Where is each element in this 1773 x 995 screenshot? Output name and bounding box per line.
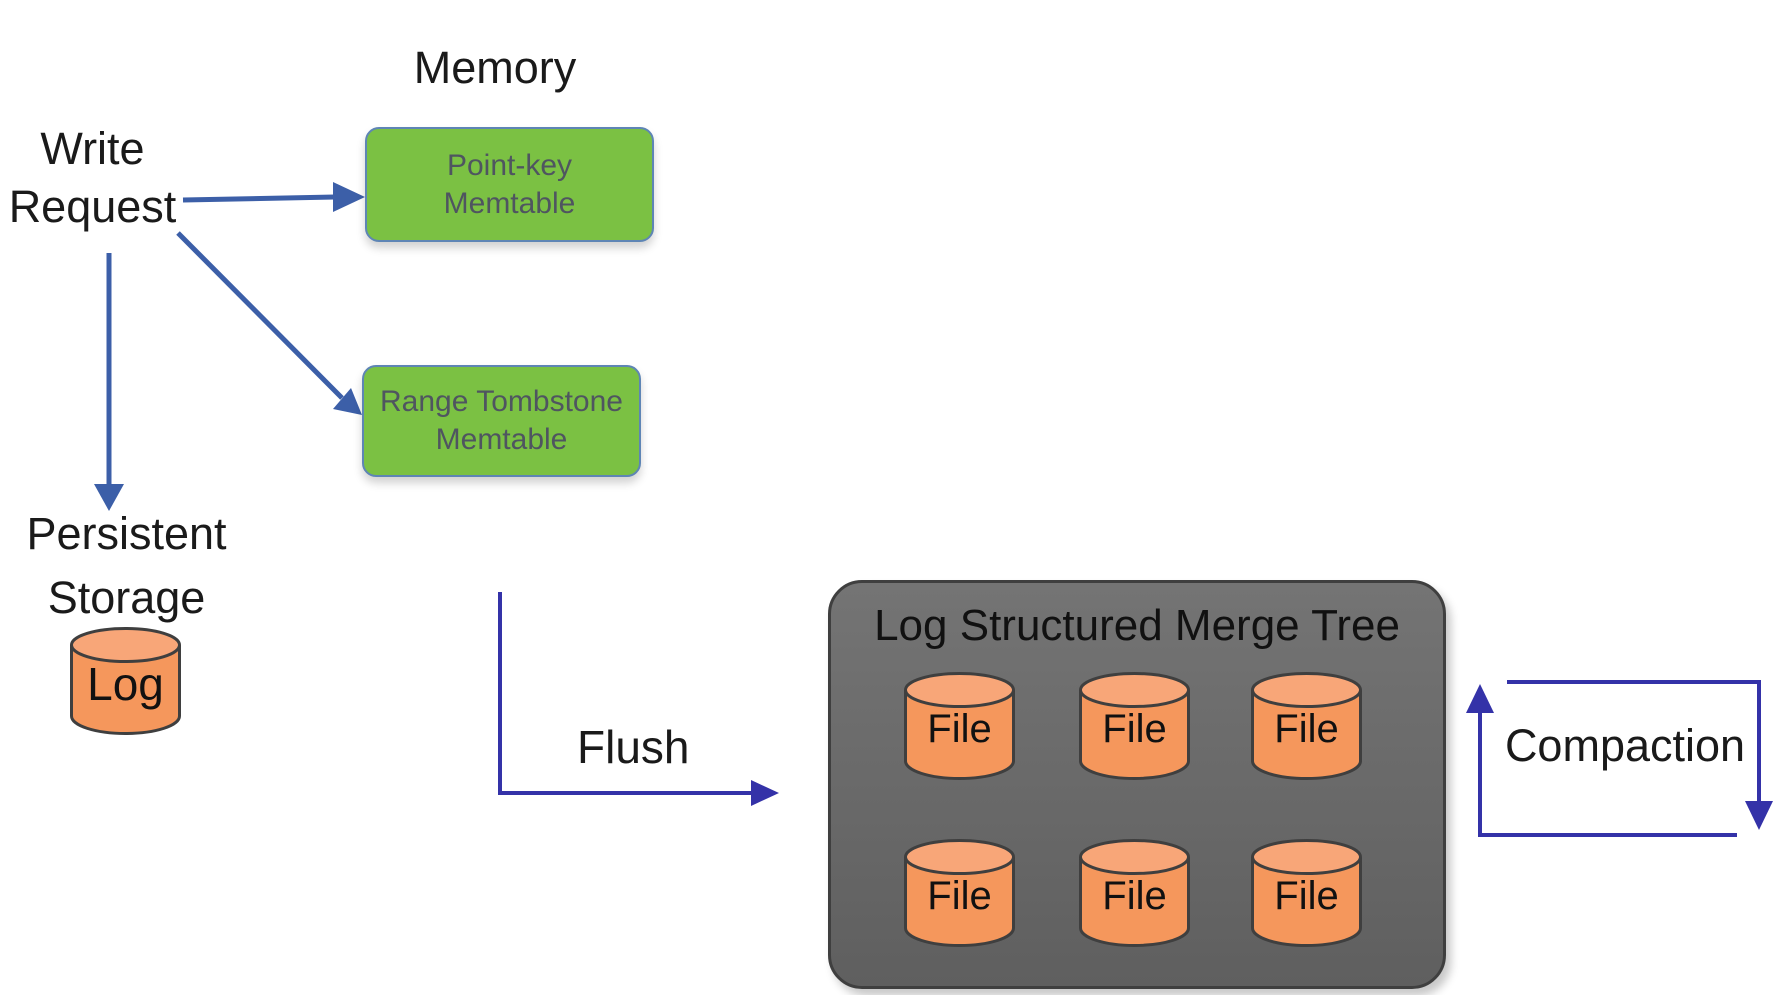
file-label: File	[1274, 873, 1339, 918]
file-label: File	[927, 706, 992, 751]
log-cylinder: Log	[69, 626, 182, 736]
file-cylinder: File	[1250, 838, 1363, 948]
persistent-storage-line1: Persistent	[26, 508, 227, 559]
file-cylinder: File	[903, 838, 1016, 948]
write-request-line1: Write	[40, 123, 145, 174]
file-cylinder: File	[1078, 671, 1191, 781]
file-cylinder-icon	[1079, 672, 1190, 780]
write-request-label: Write Request	[0, 120, 185, 236]
file-cylinder: File	[1250, 671, 1363, 781]
range-tombstone-memtable-line2: Memtable	[435, 423, 568, 456]
file-cylinder-icon	[1079, 839, 1190, 947]
compaction-label: Compaction	[1504, 720, 1746, 771]
file-label: File	[927, 873, 992, 918]
flush-label: Flush	[577, 721, 690, 773]
file-label: File	[1102, 873, 1167, 918]
persistent-storage-line2: Storage	[47, 572, 206, 623]
file-label: File	[1102, 706, 1167, 751]
file-cylinder: File	[903, 671, 1016, 781]
memory-title: Memory	[413, 42, 577, 93]
pointkey-memtable-line2: Memtable	[443, 186, 576, 220]
arrow-write-to-persistent-storage-icon	[94, 253, 124, 511]
log-label: Log	[87, 658, 164, 710]
file-cylinder-icon	[904, 839, 1015, 947]
range-tombstone-memtable-line1: Range Tombstone	[380, 385, 623, 418]
file-cylinder-icon	[904, 672, 1015, 780]
log-cylinder-icon	[70, 627, 181, 735]
write-request-line2: Request	[8, 181, 177, 232]
persistent-storage-label: Persistent Storage	[6, 502, 247, 630]
pointkey-memtable-line1: Point-key	[446, 148, 573, 182]
lsm-tree-title: Log Structured Merge Tree	[874, 601, 1400, 650]
pointkey-memtable-box: Point-key Memtable	[365, 127, 654, 242]
range-tombstone-memtable-box: Range Tombstone Memtable	[362, 365, 641, 477]
lsm-tree-box: Log Structured Merge Tree File File File	[828, 580, 1446, 989]
arrow-write-to-range-memtable-icon	[176, 231, 362, 415]
arrow-write-to-pointkey-memtable-icon	[182, 182, 365, 212]
file-cylinder-icon	[1251, 839, 1362, 947]
file-cylinder-icon	[1251, 672, 1362, 780]
file-cylinder: File	[1078, 838, 1191, 948]
file-label: File	[1274, 706, 1339, 751]
